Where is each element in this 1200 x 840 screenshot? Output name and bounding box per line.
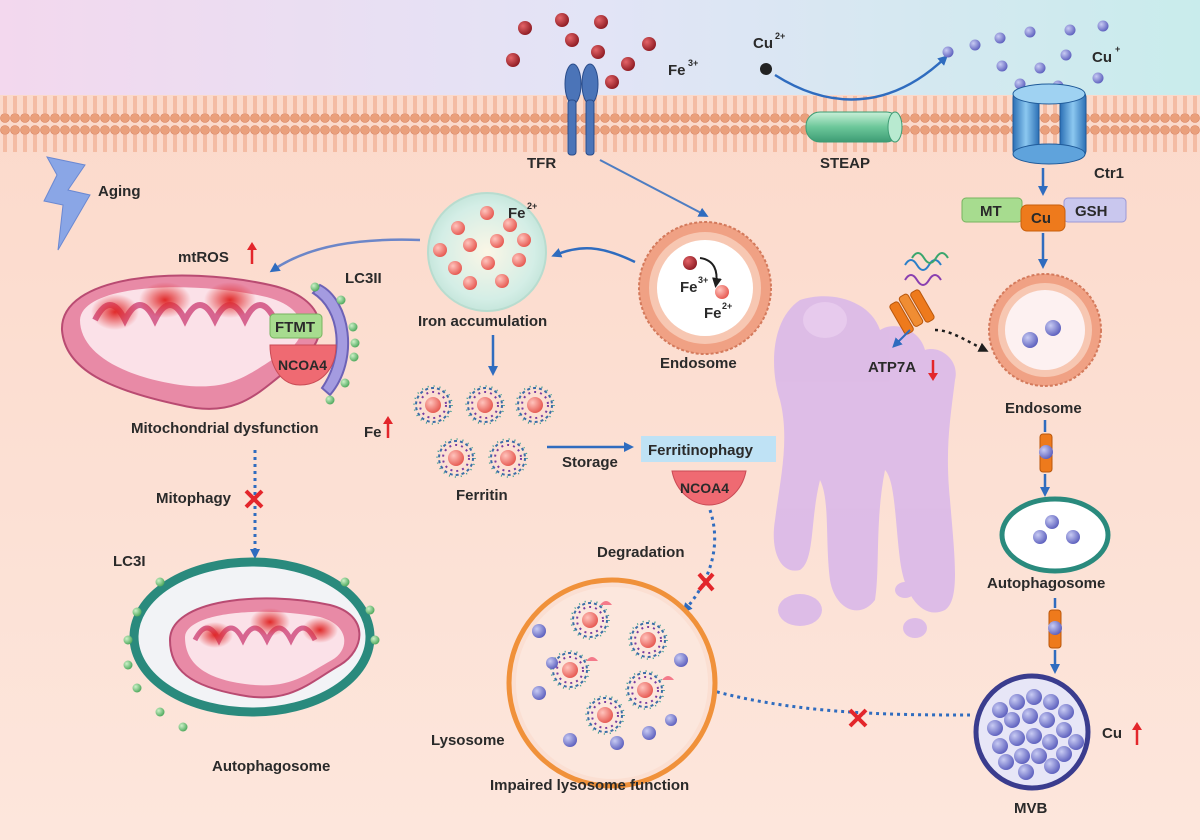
iron-accumulation-label: Iron accumulation (418, 313, 547, 330)
cell-membrane (0, 90, 1200, 152)
mito-dysfunction-label: Mitochondrial dysfunction (131, 420, 319, 437)
steap-reduction-arrow (774, 55, 948, 101)
aging-label: Aging (98, 183, 141, 200)
cu-plus-label: Cu (1092, 49, 1112, 66)
ctr1-channel (1012, 83, 1087, 165)
cu2-ion (760, 63, 772, 75)
mvb-label: MVB (1014, 800, 1048, 817)
center-endosome (638, 221, 772, 355)
fe2-cell-label: Fe (508, 205, 526, 222)
iron-to-mitochondria-arrow (269, 238, 421, 273)
fe3-sup: 3+ (688, 58, 698, 68)
lc3i-label: LC3I (113, 553, 146, 570)
right-autophagosome-label: Autophagosome (987, 575, 1105, 592)
endosome-fe3-sup: 3+ (698, 275, 708, 285)
down-arrow-icon (928, 360, 938, 381)
ncoa4-center-shape (671, 470, 747, 506)
extracellular-iron-particles (506, 13, 656, 89)
lc3-marker-2 (1048, 609, 1062, 649)
atp7a-transporter (889, 252, 949, 335)
cu-chaperone-label: Cu (1031, 210, 1051, 227)
lc3ii-membrane (310, 282, 360, 405)
steap-transporter (805, 111, 903, 143)
lysosome-label: Lysosome (431, 732, 505, 749)
endosome-fe3-label: Fe (680, 279, 698, 296)
degradation-label: Degradation (597, 544, 685, 561)
tfr-receptor (564, 63, 599, 156)
mitochondrion-dysfunctional (60, 274, 321, 410)
endosome-to-iron-arrow (551, 246, 636, 264)
center-endosome-label: Endosome (660, 355, 737, 372)
impaired-lysosome-label: Impaired lysosome function (490, 777, 689, 794)
gsh-label: GSH (1075, 203, 1108, 220)
iron-accumulation-sphere (427, 192, 547, 312)
cu-up-label: Cu (1102, 725, 1122, 742)
ncoa4-center-label: NCOA4 (680, 480, 729, 496)
left-autophagosome-label: Autophagosome (212, 758, 330, 775)
right-endosome (988, 273, 1102, 387)
fe2-cell-sup: 2+ (527, 201, 537, 211)
ferritin-label: Ferritin (456, 487, 508, 504)
cross-inhibit-icon (697, 572, 715, 592)
mvb-organelle (973, 673, 1091, 791)
up-arrow-icon (383, 416, 393, 438)
right-autophagosome (999, 496, 1111, 574)
ftmt-label: FTMT (275, 319, 315, 336)
mtros-label: mtROS (178, 249, 229, 266)
fe-up-label: Fe (364, 424, 382, 441)
ferritinophagy-box (641, 436, 776, 462)
lc3-marker-1 (1039, 433, 1053, 473)
cross-inhibit-icon (848, 708, 868, 728)
endosome-fe2-sup: 2+ (722, 301, 732, 311)
storage-label: Storage (562, 454, 618, 471)
cu2-sup: 2+ (775, 31, 785, 41)
ncoa4-mito-label: NCOA4 (278, 357, 327, 373)
atp7a-label: ATP7A (868, 359, 916, 376)
ftmt-box (269, 313, 323, 339)
up-arrow-icon (1132, 722, 1142, 745)
mitophagy-label: Mitophagy (156, 490, 232, 507)
mt-label: MT (980, 203, 1002, 220)
up-arrow-icon (247, 242, 257, 264)
mvb-to-lysosome-arrow (706, 686, 971, 717)
cu-plus-sup: + (1115, 44, 1120, 54)
ctr1-label: Ctr1 (1094, 165, 1124, 182)
steap-label: STEAP (820, 155, 870, 172)
right-endosome-label: Endosome (1005, 400, 1082, 417)
atp7a-efflux-arrow (892, 329, 911, 348)
lc3ii-label: LC3II (345, 270, 382, 287)
ferritinophagy-label: Ferritinophagy (648, 442, 754, 459)
left-autophagosome (123, 557, 380, 732)
golgi-organelle (773, 296, 956, 638)
copper-chaperone-complex (961, 197, 1127, 232)
cu2-label: Cu (753, 35, 773, 52)
tfr-label: TFR (527, 155, 556, 172)
fe3-label: Fe (668, 62, 686, 79)
ncoa4-mito-shape (269, 344, 337, 386)
endosome-fe2-label: Fe (704, 305, 722, 322)
lysosome-organelle (506, 577, 718, 789)
cross-inhibit-icon (244, 489, 264, 509)
lightning-icon (43, 156, 91, 251)
atp7a-to-endosome-arrow (934, 328, 989, 352)
tfr-to-endosome-arrow (599, 159, 709, 217)
